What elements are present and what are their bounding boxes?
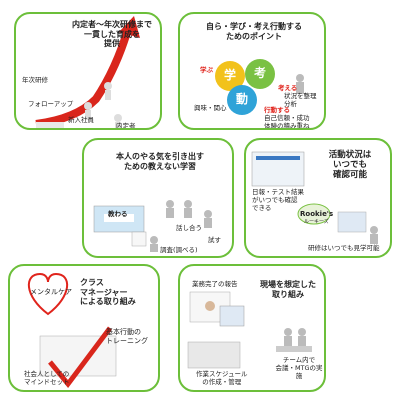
panel-workplace-simulation: 現場を想定した 取り組み 業務完了の報告 チーム内で 会議・MTGの実施 作業ス… <box>178 264 326 392</box>
rookies-logo-sub: ルーキーズ <box>304 219 329 225</box>
note-interest: 興味・関心 <box>194 104 227 112</box>
panel3-title: 本人のやる気を引き出す ための教えない学習 <box>116 152 204 171</box>
panel-training-progression: 内定者～年次研修まで 一貫した育成を 提供 年次研修 フォローアップ 新入社員 … <box>14 12 162 130</box>
label-annual-training: 年次研修 <box>22 76 48 84</box>
label-be-taught: 教わる <box>108 210 128 218</box>
label-basic-training: 基本行動の トレーニング <box>106 328 148 345</box>
note-self-trust: 自己信頼・成功 体験の積み重ね <box>264 114 310 130</box>
label-completion-report: 業務完了の報告 <box>192 280 238 288</box>
label-research: 調査(調べる) <box>160 246 198 254</box>
label-schedule-management: 作業スケジュール の作成・管理 <box>196 370 248 387</box>
note-observation: 研修はいつでも見学可能 <box>308 244 380 252</box>
label-mindset: 社会人としての マインドセット <box>24 370 70 387</box>
panel-activity-status: 活動状況は いつでも 確認可能 日報・テスト結果 がいつでも確認 できる Roo… <box>244 138 392 258</box>
circle-char-act: 動 <box>235 92 248 106</box>
panel-self-driven-learning: 本人のやる気を引き出す ための教えない学習 教わる 話し合う 試す 調査(調べる… <box>82 138 234 258</box>
label-discuss: 話し合う <box>176 224 202 232</box>
circle-char-think: 考 <box>253 66 266 80</box>
label-learn: 学ぶ <box>200 66 213 74</box>
panel2-title: 自ら・学び・考え行動する ためのポイント <box>206 22 302 41</box>
note-analysis: 状況を整理 分析 <box>284 92 317 109</box>
growth-arrow-illustration <box>35 16 140 128</box>
label-follow-up: フォローアップ <box>28 100 74 108</box>
monitoring-illustration <box>251 151 378 244</box>
label-think: 考える <box>278 84 298 92</box>
note-daily-report: 日報・テスト結果 がいつでも確認 できる <box>252 188 304 213</box>
panel-class-manager: メンタルケア クラス マネージャー による取り組み 基本行動の トレーニング 社… <box>8 264 160 392</box>
label-team-meeting: チーム内で 会議・MTGの実施 <box>275 356 323 381</box>
label-act: 行動する <box>264 106 290 114</box>
workplace-illustration <box>187 291 312 369</box>
label-try: 試す <box>208 236 221 244</box>
panel5-title: クラス マネージャー による取り組み <box>80 278 136 307</box>
label-prospective-hire: 内定者 <box>116 122 136 130</box>
learning-circles-illustration <box>215 59 304 115</box>
learning-methods-illustration <box>93 200 212 252</box>
rookies-logo-text: Rookie's <box>300 210 334 218</box>
heart-label-mental-care: メンタルケア <box>30 288 72 296</box>
circle-char-learn: 学 <box>223 68 236 82</box>
panel6-title: 現場を想定した 取り組み <box>260 280 316 299</box>
panel1-title: 内定者～年次研修まで 一貫した育成を 提供 <box>72 20 152 49</box>
label-new-employee: 新入社員 <box>68 116 94 124</box>
panel-learning-points: 自ら・学び・考え行動する ためのポイント 学 考 動 学ぶ 考える 行動する 興… <box>178 12 326 130</box>
panel4-title: 活動状況は いつでも 確認可能 <box>328 150 372 181</box>
heart-checkmark-illustration <box>27 272 117 389</box>
